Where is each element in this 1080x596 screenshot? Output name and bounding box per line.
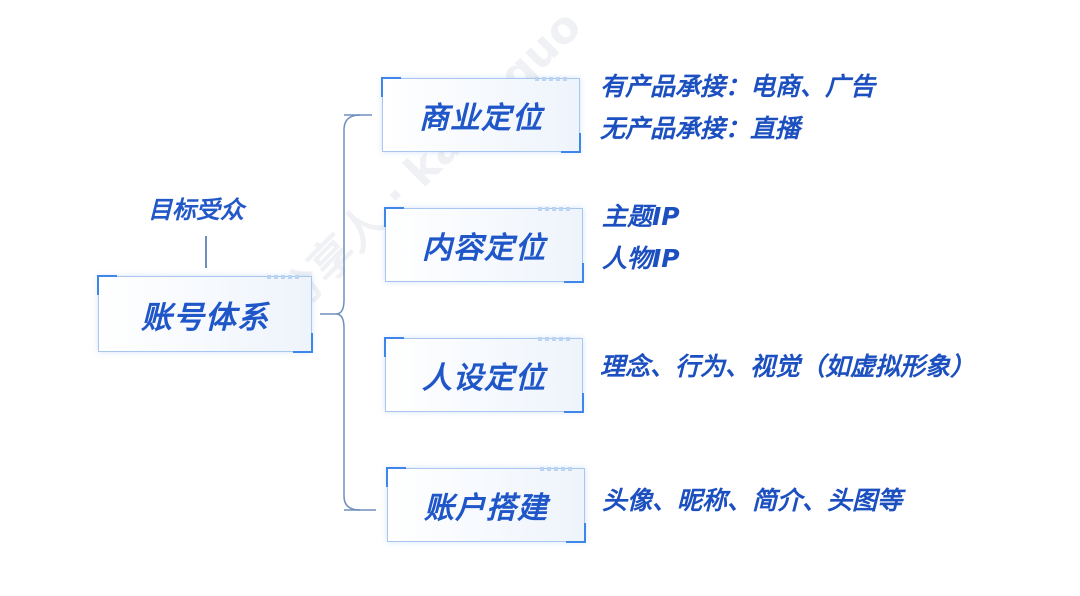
detail-line: 头像、昵称、简介、头图等 (602, 486, 903, 515)
branch-details-persona: 理念、行为、视觉（如虚拟形象） (600, 346, 975, 388)
detail-line: 有产品承接：电商、广告 (600, 72, 876, 101)
detail-line: 理念、行为、视觉（如虚拟形象） (600, 352, 976, 381)
branch-node-account: 账户搭建 (386, 467, 586, 543)
branch-label: 人设定位 (422, 361, 546, 396)
detail-line: 主题IP (602, 202, 680, 231)
branch-node-content: 内容定位 (384, 207, 584, 283)
detail-line: 人物IP (602, 244, 680, 273)
branch-label: 商业定位 (419, 101, 543, 136)
branch-label: 内容定位 (422, 231, 546, 266)
root-label: 账号体系 (141, 299, 269, 336)
branch-details-business: 有产品承接：电商、广告 无产品承接：直播 (600, 66, 875, 150)
root-node: 账号体系 (97, 275, 313, 353)
branch-node-business: 商业定位 (381, 77, 581, 153)
branch-details-account: 头像、昵称、简介、头图等 (602, 480, 902, 522)
audience-connector (205, 236, 207, 268)
branch-label: 账户搭建 (424, 491, 548, 526)
branch-details-content: 主题IP 人物IP (602, 196, 680, 280)
audience-label: 目标受众 (148, 196, 244, 224)
detail-line: 无产品承接：直播 (600, 114, 801, 143)
branch-node-persona: 人设定位 (384, 337, 584, 413)
